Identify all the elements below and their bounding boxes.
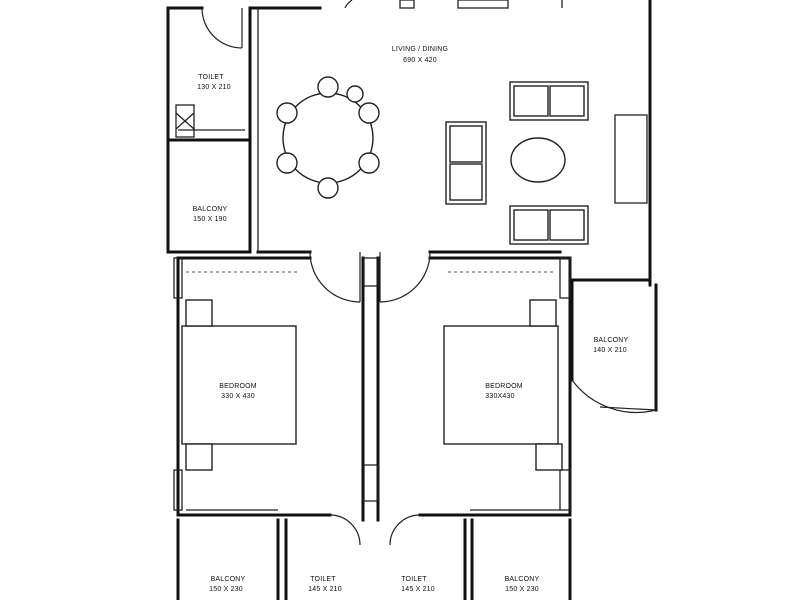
dining-table (282, 92, 374, 184)
doors (201, 0, 657, 546)
balcony-left-size: 150 X 190 (193, 216, 227, 223)
toilet-top-name: TOILET (198, 74, 224, 81)
toilet-bl-size: 145 X 210 (308, 586, 342, 593)
balcony-left-name: BALCONY (193, 206, 228, 213)
toilet-br-name: TOILET (401, 576, 427, 583)
living-room-size: 690 X 420 (403, 57, 437, 64)
balcony-bl-name: BALCONY (211, 576, 246, 583)
balcony-bl-size: 150 X 230 (209, 586, 243, 593)
balcony-br-name: BALCONY (505, 576, 540, 583)
bedroom-right-size: 330X430 (485, 393, 514, 400)
bedroom-right-name: BEDROOM (485, 383, 523, 390)
balcony-right-name: BALCONY (594, 337, 629, 344)
balcony-right-size: 140 X 210 (593, 347, 627, 354)
living-room-name: LIVING / DINING (392, 46, 448, 53)
bedroom-left-size: 330 X 430 (221, 393, 255, 400)
toilet-top-size: 130 X 210 (197, 84, 231, 91)
coffee-table (510, 137, 566, 183)
balcony-br-size: 150 X 230 (505, 586, 539, 593)
toilet-br-size: 145 X 210 (401, 586, 435, 593)
bed-left (181, 325, 297, 445)
window-lines (173, 0, 648, 511)
bed-right (443, 325, 559, 445)
bedroom-left-name: BEDROOM (219, 383, 257, 390)
toilet-bl-name: TOILET (310, 576, 336, 583)
furniture (181, 76, 589, 471)
room-labels: LIVING / DINING 690 X 420 TOILET 130 X 2… (193, 46, 629, 593)
